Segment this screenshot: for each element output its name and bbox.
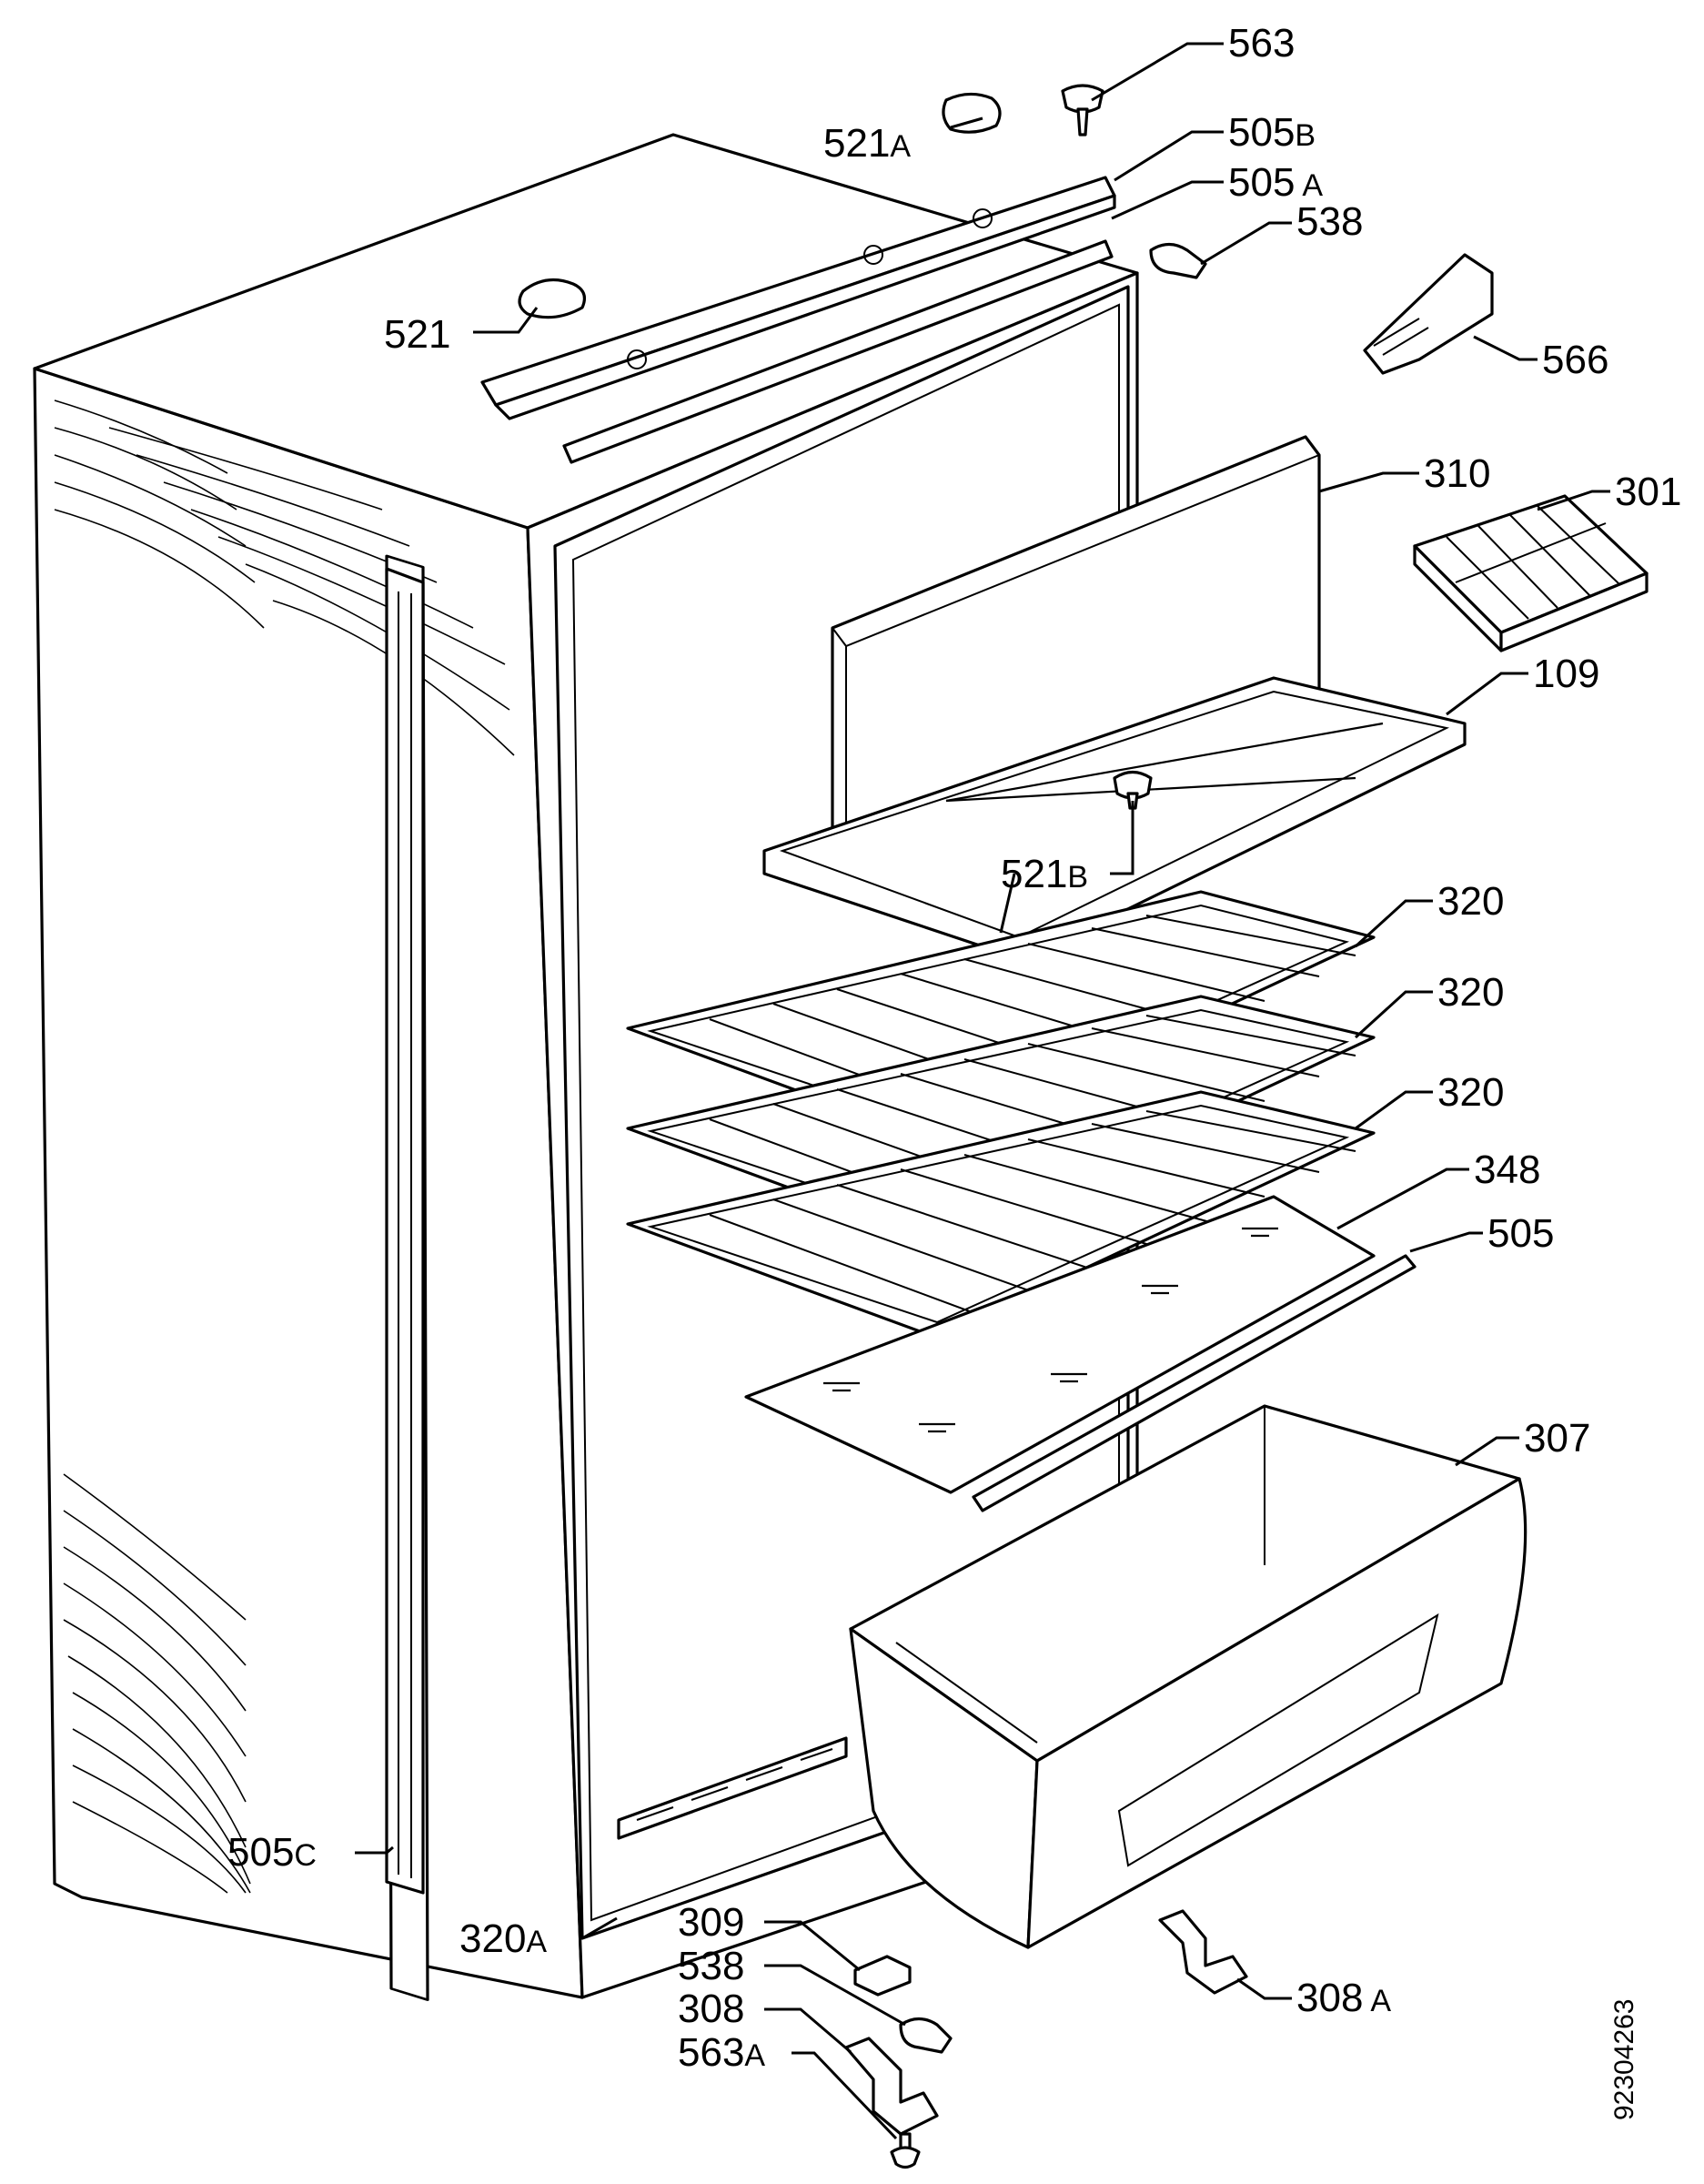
door-seal-505c xyxy=(385,554,429,2001)
side-panel-shading xyxy=(54,399,515,1894)
wire-shelf-320-bottom xyxy=(626,1090,1376,1340)
hinge-bracket-308 xyxy=(844,2037,939,2136)
callout-521b: 521B xyxy=(1001,852,1088,896)
callout-307: 307 xyxy=(1524,1416,1590,1461)
callout-109: 109 xyxy=(1533,652,1599,696)
screw-521b xyxy=(1113,770,1153,810)
callout-310: 310 xyxy=(1424,451,1490,496)
leader-lines xyxy=(355,42,1610,2140)
block-309 xyxy=(853,1955,912,1997)
callout-563a: 563A xyxy=(678,2030,765,2075)
callout-309: 309 xyxy=(678,1900,744,1945)
callout-521a: 521A xyxy=(823,121,911,166)
callout-521: 521 xyxy=(384,312,450,357)
freezer-shelf-109 xyxy=(762,676,1467,962)
glass-shelf-348 xyxy=(744,1195,1376,1494)
hinge-pin-538-top xyxy=(1149,242,1207,279)
top-hinge-bar-505b xyxy=(480,176,1116,420)
ice-cube-tray-301 xyxy=(1413,494,1649,652)
screw-563 xyxy=(1061,84,1104,136)
callout-505b: 505B xyxy=(1228,110,1316,155)
callout-505c: 505C xyxy=(227,1830,317,1875)
callout-538-top: 538 xyxy=(1296,199,1363,244)
callout-320a: 320A xyxy=(459,1916,547,1961)
hinge-pin-538-bottom xyxy=(899,2017,953,2054)
ice-scraper-566 xyxy=(1363,253,1494,375)
callout-320-bottom: 320 xyxy=(1437,1070,1504,1115)
cover-cap-521 xyxy=(518,278,586,319)
callout-566: 566 xyxy=(1542,338,1608,382)
hinge-bracket-308a xyxy=(1158,1909,1248,1995)
callout-320-top: 320 xyxy=(1437,879,1504,924)
crisper-drawer-307 xyxy=(849,1404,1528,1949)
callout-538-bottom: 538 xyxy=(678,1944,744,1988)
callout-308: 308 xyxy=(678,1987,744,2031)
trim-strip-505 xyxy=(972,1254,1417,1512)
top-seal-strip-505a xyxy=(562,239,1114,464)
screw-563a xyxy=(890,2132,921,2169)
callout-320-middle: 320 xyxy=(1437,970,1504,1015)
callout-301: 301 xyxy=(1615,470,1681,514)
drawing-number: 92304263 xyxy=(1609,1999,1639,2120)
callout-505: 505 xyxy=(1487,1211,1554,1256)
bottom-vent xyxy=(617,1736,848,1840)
cover-cap-521a xyxy=(942,92,1002,134)
callout-348: 348 xyxy=(1474,1148,1540,1192)
callout-563: 563 xyxy=(1228,21,1295,66)
